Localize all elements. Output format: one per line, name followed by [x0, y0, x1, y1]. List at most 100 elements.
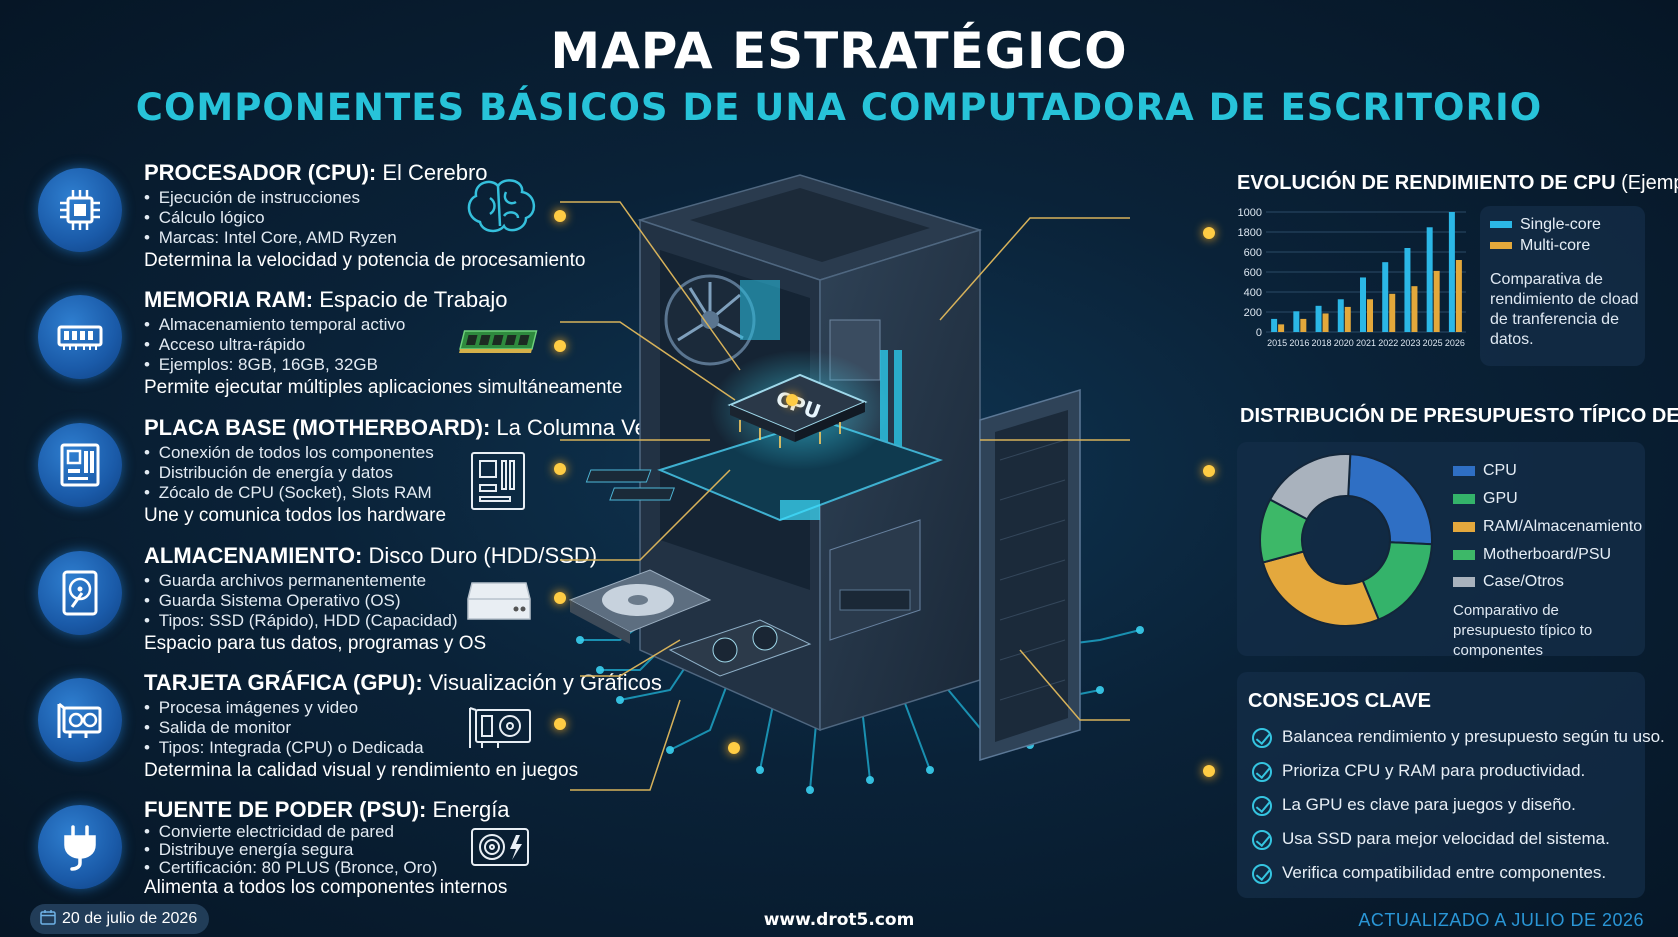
cpu-chart-note: Comparativa de rendimiento de cload de t… — [1490, 271, 1639, 348]
component-bullets: Ejecución de instruccionesCálculo lógico… — [144, 188, 397, 248]
bar-single-core-2025 — [1426, 227, 1433, 332]
tip-item: Verifica compatibilidad entre componente… — [1252, 863, 1606, 884]
connector-dot — [554, 592, 566, 604]
connector-dot — [554, 718, 566, 730]
cpu-chip-graphic: CPU — [727, 373, 868, 442]
component-heading: PROCESADOR (CPU): El Cerebro — [144, 160, 488, 185]
connector-dot — [554, 340, 566, 352]
graphics-card-outline-icon — [469, 707, 531, 748]
component-heading: TARJETA GRÁFICA (GPU): Visualización y G… — [144, 670, 662, 695]
connector-dot — [728, 742, 740, 754]
bar-single-core-2021 — [1360, 277, 1366, 332]
bar-multi-core-2020 — [1344, 306, 1351, 332]
component-heading: FUENTE DE PODER (PSU): Energía — [144, 797, 510, 822]
bar-single-core-2026 — [1448, 212, 1455, 332]
bar-single-core-2015 — [1271, 318, 1278, 332]
check-circle-icon — [1252, 727, 1272, 748]
y-tick-label: 600 — [1244, 267, 1262, 279]
y-tick-label: 1000 — [1238, 207, 1262, 219]
tip-item: Prioriza CPU y RAM para productividad. — [1252, 761, 1585, 782]
component-bullets: Almacenamiento temporal activoAcceso ult… — [144, 315, 406, 375]
component-gpu: TARJETA GRÁFICA (GPU): Visualización y G… — [38, 670, 662, 788]
component-bullets: Procesa imágenes y videoSalida de monito… — [144, 698, 424, 758]
component-bullets: Guarda archivos permanentementeGuarda Si… — [144, 571, 458, 631]
pc-case-diagram: CPU — [560, 174, 1144, 794]
component-bullets: Convierte electricidad de paredDistribuy… — [144, 823, 438, 877]
tip-item: Balancea rendimiento y presupuesto según… — [1252, 727, 1665, 748]
page-title: MAPA ESTRATÉGICO — [550, 22, 1128, 80]
x-tick-label: 2023 — [1400, 338, 1420, 348]
updated-note: ACTUALIZADO A JULIO DE 2026 — [1358, 910, 1644, 930]
y-tick-label: 200 — [1244, 307, 1262, 319]
brain-icon — [467, 179, 535, 233]
bar-multi-core-2022 — [1389, 293, 1396, 332]
slice-case-otros — [1268, 453, 1352, 521]
tip-item: La GPU es clave para juegos y diseño. — [1252, 795, 1576, 816]
drive-box-icon — [467, 582, 531, 620]
y-tick-label: 400 — [1244, 287, 1262, 299]
connector-dot — [554, 210, 566, 222]
bar-single-core-2022 — [1382, 262, 1389, 332]
cpu-chart-title: EVOLUCIÓN DE RENDIMIENTO DE CPU (Ejemplo… — [1237, 172, 1678, 194]
motherboard-outline-icon — [471, 452, 525, 510]
x-tick-label: 2020 — [1334, 338, 1354, 348]
legend-motherboard-psu: Motherboard/PSU — [1453, 546, 1611, 564]
x-tick-label: 2025 — [1423, 338, 1443, 348]
date-badge: 20 de julio de 2026 — [30, 904, 210, 934]
bar-single-core-2018 — [1315, 305, 1322, 332]
bar-single-core-2016 — [1293, 311, 1300, 332]
budget-note: Comparativo de presupuesto típico to com… — [1453, 602, 1593, 659]
budget-donut-chart — [1259, 453, 1433, 627]
x-tick-label: 2021 — [1356, 338, 1376, 348]
connector-dot — [1203, 465, 1215, 477]
legend-cpu: CPU — [1453, 462, 1517, 480]
component-psu: FUENTE DE PODER (PSU): Energía Convierte… — [38, 797, 658, 915]
component-heading: ALMACENAMIENTO: Disco Duro (HDD/SSD) — [144, 543, 598, 568]
check-circle-icon — [1252, 863, 1272, 884]
connector-dot — [554, 463, 566, 475]
component-summary: Determina la calidad visual y rendimient… — [144, 760, 579, 781]
gpu-graphic — [668, 619, 812, 677]
component-ram: MEMORIA RAM: Espacio de Trabajo Almacena… — [38, 287, 658, 405]
budget-chart-title: DISTRIBUCIÓN DE PRESUPUESTO TÍPICO DE PC — [1240, 405, 1678, 427]
site-url: www.drot5.com — [763, 910, 915, 930]
tip-item: Usa SSD para mejor velocidad del sistema… — [1252, 829, 1610, 850]
power-supply-icon — [471, 828, 529, 866]
ram-stick-icon — [459, 330, 538, 353]
bar-single-core-2023 — [1404, 248, 1411, 332]
component-summary: Determina la velocidad y potencia de pro… — [144, 250, 586, 271]
tips-title: CONSEJOS CLAVE — [1248, 690, 1431, 712]
connector-dot — [1203, 227, 1215, 239]
x-tick-label: 2015 — [1267, 338, 1287, 348]
connector-dot — [786, 394, 798, 406]
graphics-card-icon — [38, 678, 122, 762]
bar-multi-core-2021 — [1367, 299, 1373, 332]
legend-ram-storage: RAM/Almacenamiento — [1453, 518, 1642, 536]
check-circle-icon — [1252, 795, 1272, 816]
tips-panel — [1237, 672, 1645, 898]
connector-dot — [1203, 765, 1215, 777]
y-tick-label: 600 — [1244, 247, 1262, 259]
power-plug-icon — [38, 805, 122, 889]
component-cpu: PROCESADOR (CPU): El Cerebro Ejecución d… — [38, 160, 658, 278]
component-summary: Alimenta a todos los componentes interno… — [144, 877, 508, 898]
component-motherboard: PLACA BASE (MOTHERBOARD): La Columna Ver… — [38, 415, 709, 533]
calendar-icon — [40, 910, 56, 925]
slice-cpu — [1347, 453, 1433, 546]
component-heading: PLACA BASE (MOTHERBOARD): La Columna Ver… — [144, 415, 710, 440]
ram-module-icon — [38, 295, 122, 379]
component-storage: ALMACENAMIENTO: Disco Duro (HDD/SSD) Gua… — [38, 543, 658, 661]
legend-multi-core: Multi-core — [1490, 237, 1590, 255]
x-tick-label: 2026 — [1445, 338, 1465, 348]
component-summary: Espacio para tus datos, programas y OS — [144, 633, 487, 654]
check-circle-icon — [1252, 761, 1272, 782]
bar-multi-core-2016 — [1300, 318, 1307, 332]
motherboard-icon — [38, 423, 122, 507]
page-subtitle: COMPONENTES BÁSICOS DE UNA COMPUTADORA D… — [135, 86, 1543, 129]
legend-gpu: GPU — [1453, 490, 1518, 508]
component-heading: MEMORIA RAM: Espacio de Trabajo — [144, 287, 508, 312]
bar-single-core-2020 — [1337, 299, 1344, 332]
x-tick-label: 2018 — [1312, 338, 1332, 348]
cpu-chip-icon — [38, 168, 122, 252]
